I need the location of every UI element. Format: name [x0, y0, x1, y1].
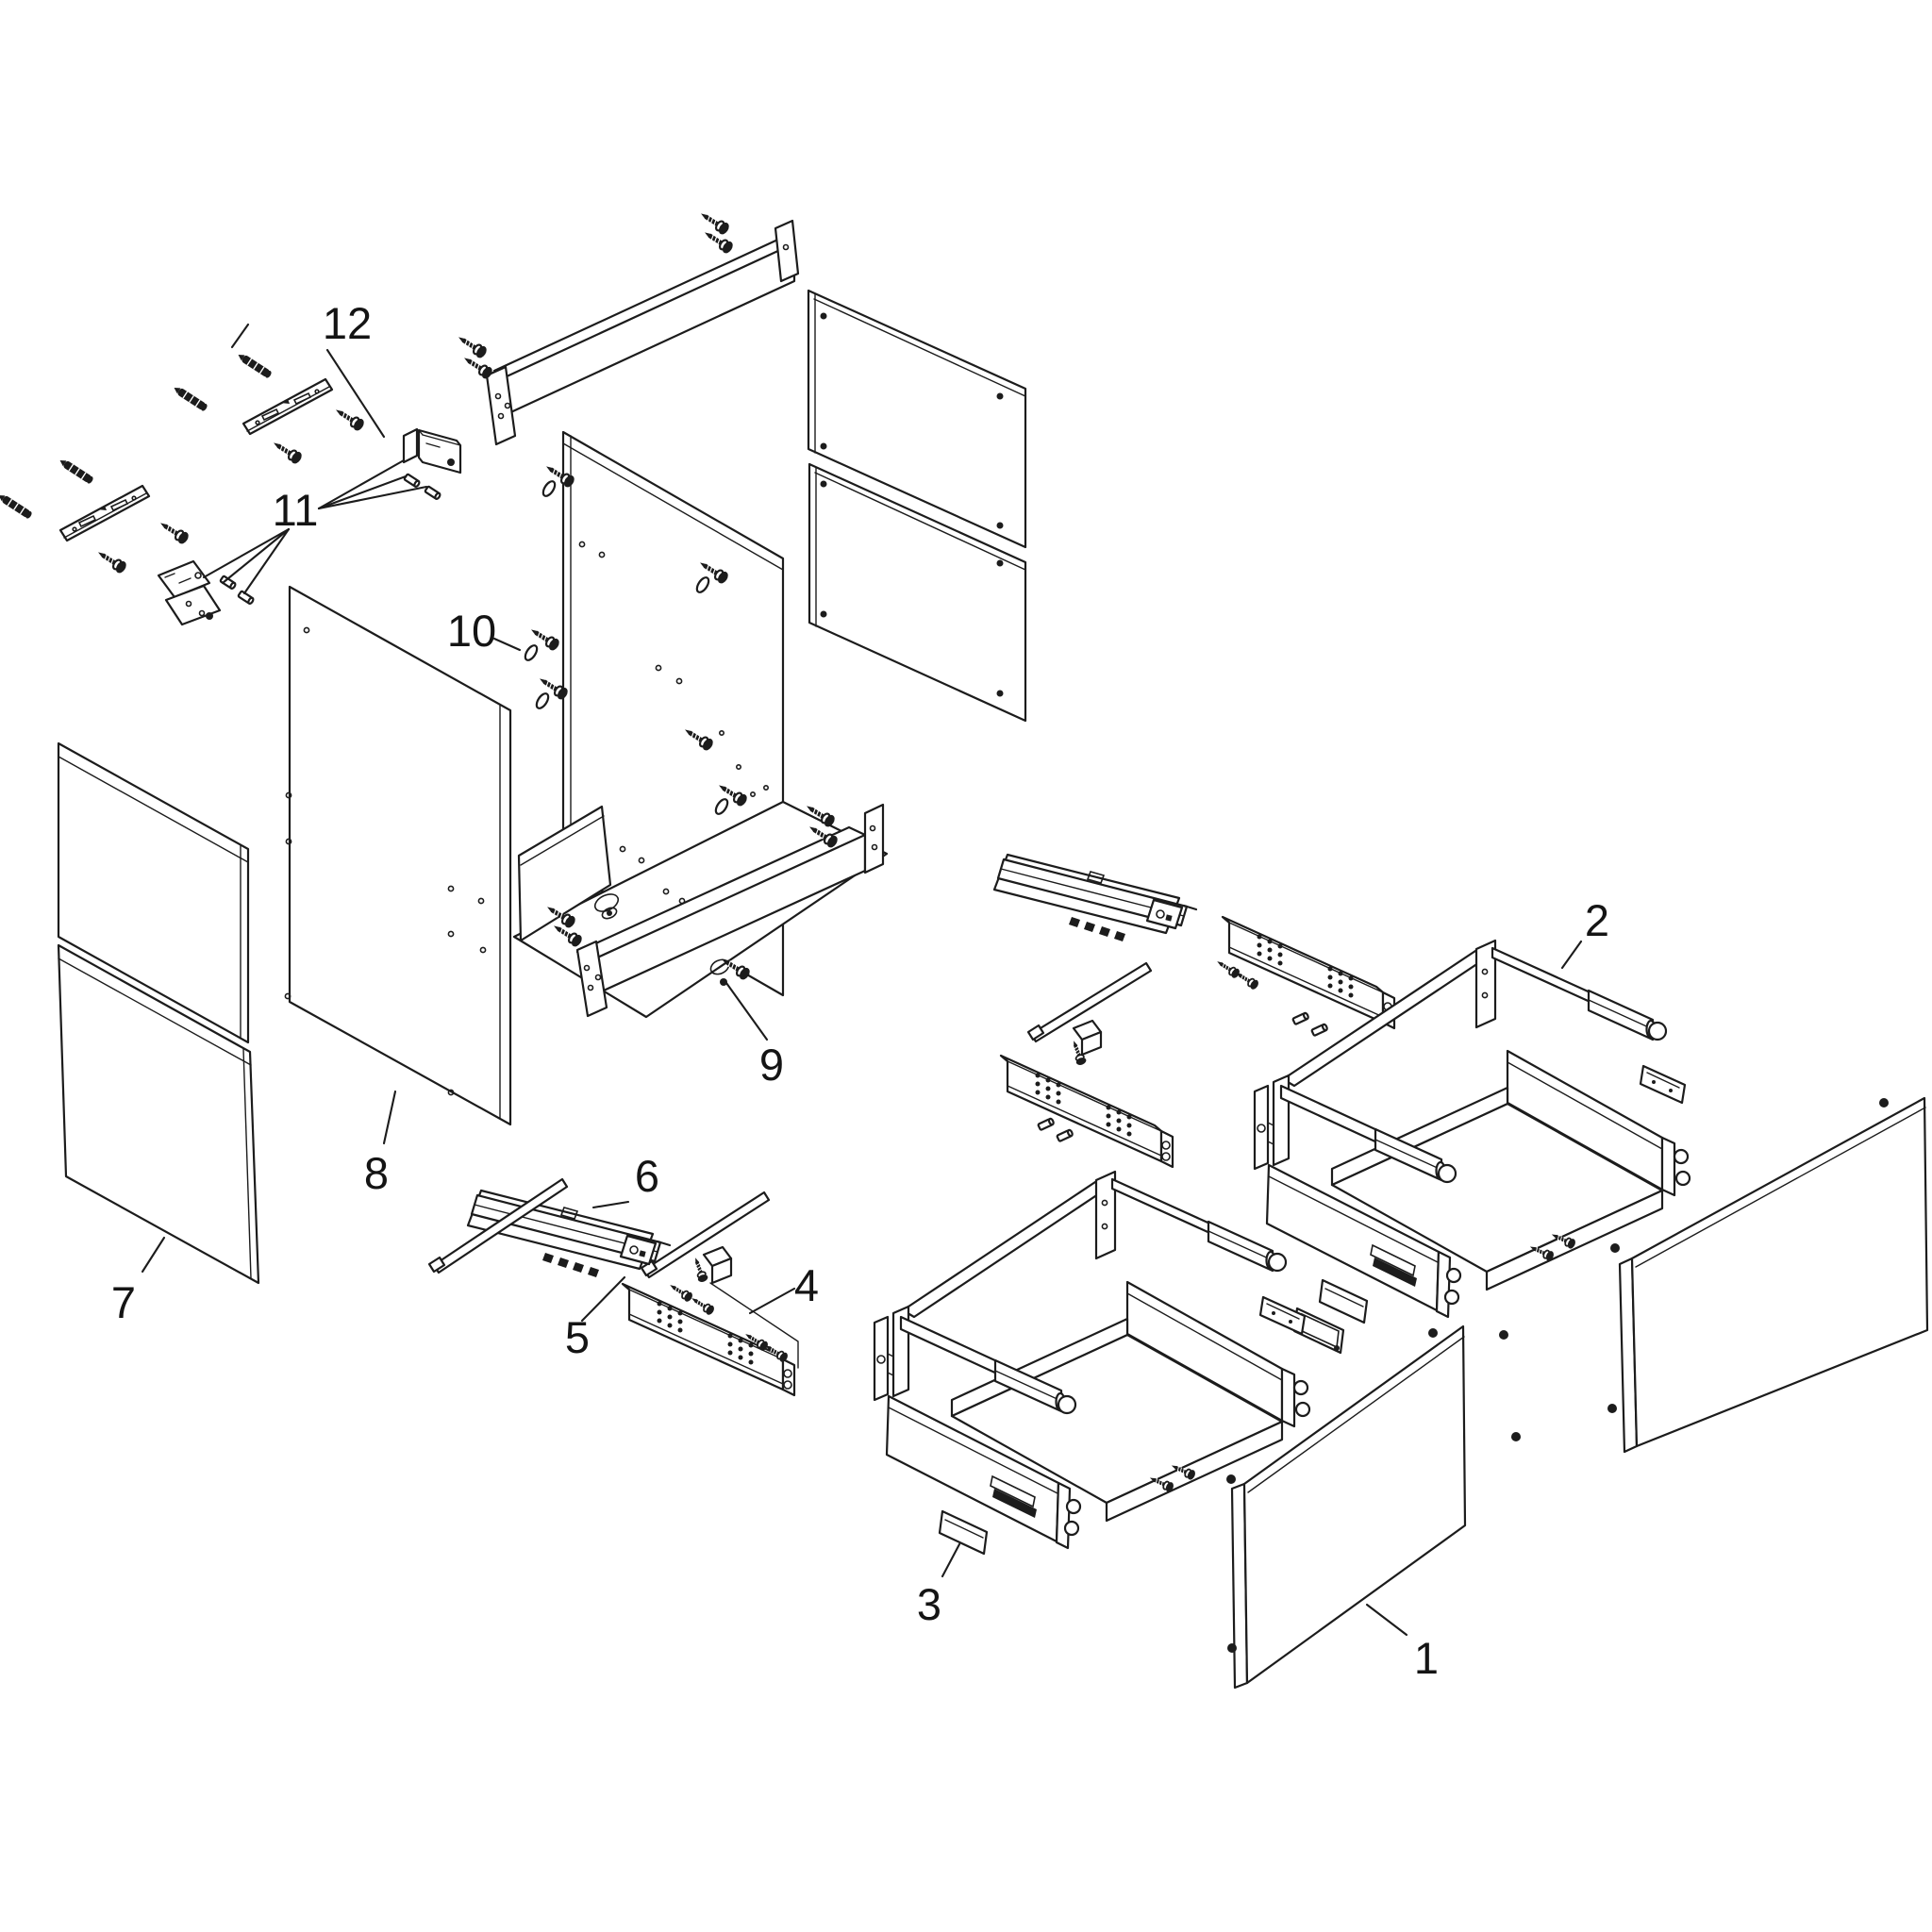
callout-number-11: 11: [273, 485, 319, 535]
door-panel-lower: [57, 943, 260, 1285]
carcass-top-rail: [454, 207, 800, 446]
callout-1: 1: [1365, 1603, 1439, 1683]
callout-leader-11: [317, 475, 408, 510]
callout-2: 2: [1560, 895, 1609, 970]
callout-number-2: 2: [1585, 895, 1609, 945]
callout-number-9: 9: [759, 1040, 784, 1090]
callout-leader-1: [1365, 1603, 1408, 1637]
callout-number-7: 7: [111, 1277, 136, 1327]
callout-5: 5: [565, 1275, 626, 1362]
callout-number-5: 5: [565, 1312, 590, 1362]
callout-number-4: 4: [794, 1260, 819, 1310]
labeled-slide-set: [427, 1177, 799, 1395]
callout-6: 6: [591, 1151, 659, 1209]
rear-panel-lower: [808, 462, 1027, 723]
callout-number-8: 8: [364, 1148, 389, 1198]
carcass-bottom-rail: [542, 799, 885, 1018]
callout-leader-5: [580, 1275, 626, 1323]
callout-leader-11: [202, 527, 291, 579]
callout-leader-12: [325, 348, 386, 439]
front-panel-screw-holes: [1226, 1098, 1889, 1653]
carcass-side-panel: [284, 585, 512, 1126]
callout-leader-9: [724, 981, 769, 1041]
upper-slide-set: [992, 853, 1394, 1068]
callout-leader-6: [591, 1200, 630, 1209]
callout-number-1: 1: [1414, 1633, 1439, 1683]
callout-3: 3: [917, 1542, 961, 1629]
callout-9: 9: [724, 981, 784, 1090]
callout-number-12: 12: [323, 298, 372, 348]
fitting-hardware-set: [157, 427, 462, 626]
callout-8: 8: [364, 1090, 397, 1198]
callout-12: 12: [230, 298, 386, 439]
door-panel-upper: [57, 741, 250, 1044]
callout-7: 7: [111, 1236, 166, 1327]
callout-11: 11: [202, 458, 428, 595]
callout-leader-2: [1560, 940, 1583, 970]
callout-number-3: 3: [917, 1579, 941, 1629]
callout-leader-11: [242, 527, 291, 595]
callout-number-10: 10: [447, 606, 496, 656]
front-panel-right: [1618, 1096, 1929, 1454]
callout-number-6: 6: [635, 1151, 659, 1201]
callout-leader-3: [941, 1542, 961, 1578]
lower-right-runner: [1001, 1056, 1173, 1167]
rear-panel-upper: [807, 289, 1027, 549]
callout-leader-8: [382, 1090, 397, 1145]
callout-10: 10: [447, 606, 522, 656]
callout-leader-10: [492, 637, 522, 652]
callout-leader-11: [317, 458, 406, 510]
callout-4: 4: [748, 1260, 819, 1315]
callout-leader-11: [317, 485, 428, 510]
callout-leader-7: [141, 1236, 166, 1274]
front-panel-left: [1230, 1324, 1467, 1690]
wall-mounting-hardware: [0, 350, 368, 576]
callout-leader-11: [221, 527, 291, 585]
callout-leader-4: [748, 1287, 796, 1315]
callout-leader-12: [230, 323, 250, 349]
